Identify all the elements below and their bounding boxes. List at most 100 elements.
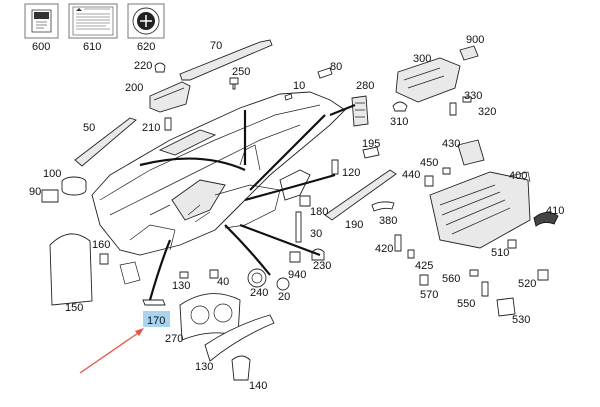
part-140 — [231, 355, 251, 381]
dashboard-carrier — [91, 91, 346, 285]
part-70 — [179, 39, 273, 81]
part-90 — [41, 189, 59, 203]
label-80: 80 — [330, 61, 342, 73]
label-100: 100 — [43, 168, 61, 180]
part-330 — [462, 96, 472, 103]
label-410: 410 — [546, 205, 564, 217]
label-200: 200 — [125, 82, 143, 94]
part-numbers: 600 610 620 70 220 250 80 200 10 900 300… — [29, 34, 564, 392]
label-210: 210 — [142, 122, 160, 134]
part-270 — [179, 293, 241, 341]
label-50: 50 — [83, 122, 95, 134]
label-240: 240 — [250, 287, 268, 299]
part-410 — [533, 212, 559, 227]
label-40: 40 — [217, 276, 229, 288]
part-530 — [496, 297, 516, 317]
part-450 — [442, 167, 451, 175]
warning-label-icon — [68, 3, 118, 39]
part-170 — [142, 299, 166, 306]
label-610: 610 — [83, 41, 101, 53]
label-160: 160 — [92, 239, 110, 251]
part-430 — [457, 139, 485, 166]
label-330: 330 — [464, 90, 482, 102]
part-220 — [154, 62, 166, 73]
label-600: 600 — [32, 41, 50, 53]
part-400 — [429, 171, 531, 249]
label-300: 300 — [413, 53, 431, 65]
label-510: 510 — [491, 247, 509, 259]
airbag-sticker-icon — [127, 3, 165, 39]
part-195 — [362, 146, 380, 159]
label-440: 440 — [402, 169, 420, 181]
label-310: 310 — [390, 116, 408, 128]
label-20: 20 — [278, 291, 290, 303]
part-300 — [395, 57, 461, 103]
part-570 — [419, 274, 429, 286]
label-30: 30 — [310, 228, 322, 240]
part-180 — [299, 195, 311, 207]
label-150: 150 — [65, 302, 83, 314]
label-560: 560 — [442, 273, 460, 285]
label-380: 380 — [379, 215, 397, 227]
label-620: 620 — [137, 41, 155, 53]
part-320 — [449, 102, 457, 116]
part-510 — [507, 239, 517, 249]
label-420: 420 — [375, 243, 393, 255]
label-320: 320 — [478, 106, 496, 118]
part-425 — [407, 249, 415, 259]
label-230: 230 — [313, 260, 331, 272]
label-270: 270 — [165, 333, 183, 345]
part-210 — [164, 117, 172, 131]
part-280 — [351, 95, 369, 127]
part-560 — [469, 269, 479, 277]
part-420 — [394, 234, 402, 252]
part-10 — [284, 93, 293, 101]
part-80 — [317, 67, 333, 79]
label-250: 250 — [232, 66, 250, 78]
label-280: 280 — [356, 80, 374, 92]
part-380 — [371, 201, 395, 212]
label-940: 940 — [288, 269, 306, 281]
part-240 — [247, 268, 267, 288]
part-310 — [392, 101, 408, 112]
label-130: 130 — [195, 361, 213, 373]
part-130-cover — [204, 314, 275, 362]
part-440 — [424, 175, 434, 187]
label-70: 70 — [210, 40, 222, 52]
label-570: 570 — [420, 289, 438, 301]
part-940 — [289, 251, 301, 263]
part-50 — [74, 117, 137, 167]
label-520: 520 — [518, 278, 536, 290]
label-450: 450 — [420, 157, 438, 169]
part-150 — [49, 233, 93, 306]
label-90: 90 — [29, 186, 41, 198]
part-550 — [481, 281, 489, 297]
part-200 — [149, 81, 191, 113]
part-900 — [459, 45, 479, 61]
part-20 — [276, 277, 290, 291]
leader-lines — [139, 103, 356, 301]
highlight-box-170 — [143, 311, 170, 327]
highlight-arrow — [79, 328, 144, 374]
label-190: 190 — [345, 219, 363, 231]
label-170: 170 — [147, 315, 165, 327]
part-40 — [209, 269, 219, 279]
label-425: 425 — [415, 260, 433, 272]
part-160 — [99, 253, 109, 265]
part-100 — [61, 176, 87, 196]
part-bag-icon — [24, 3, 59, 39]
label-900: 900 — [466, 34, 484, 46]
label-120: 120 — [342, 167, 360, 179]
part-520 — [537, 269, 549, 281]
label-140: 140 — [249, 380, 267, 392]
label-400: 400 — [509, 170, 527, 182]
part-190 — [324, 169, 397, 221]
part-130-clip — [179, 271, 189, 279]
label-530: 530 — [512, 314, 530, 326]
label-430: 430 — [442, 138, 460, 150]
label-195: 195 — [362, 138, 380, 150]
part-120 — [331, 159, 339, 175]
part-30 — [295, 211, 302, 243]
label-130-small: 130 — [172, 280, 190, 292]
